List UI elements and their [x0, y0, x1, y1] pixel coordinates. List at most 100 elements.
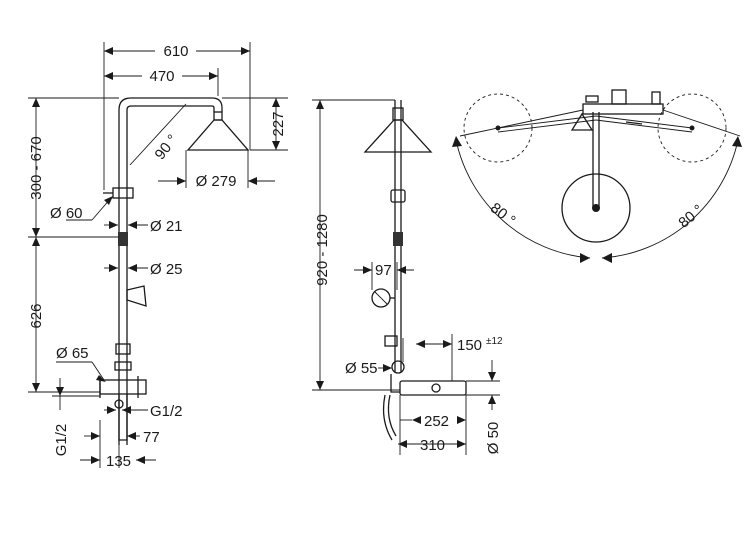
dim-65-label: Ø 65: [56, 345, 89, 362]
mixer-body: [99, 379, 147, 395]
arrowhead: [107, 406, 116, 414]
arrowhead: [488, 395, 496, 404]
arrowhead: [316, 100, 324, 109]
arrowhead: [128, 264, 137, 272]
arrowhead: [56, 387, 64, 396]
arrowhead: [412, 416, 421, 424]
arrowhead: [122, 406, 131, 414]
angle-80-left-label: 80 °: [487, 199, 519, 229]
top-hand-holder: [570, 112, 594, 131]
arrowhead: [32, 98, 40, 107]
arm-to-right-circle: [595, 115, 693, 129]
arrowhead: [209, 72, 218, 80]
shower-arm-outer: [118, 97, 223, 112]
arrowhead: [128, 221, 137, 229]
shower-arm-inner: [126, 105, 215, 112]
arrowhead: [580, 253, 590, 263]
top-shower-head: [561, 173, 631, 243]
arrowhead: [383, 364, 392, 372]
arrowhead: [732, 136, 742, 147]
side-fitting: [384, 335, 398, 347]
arrowhead: [104, 72, 113, 80]
shower-hose: [382, 394, 393, 441]
shower-head: [186, 119, 250, 151]
dim-920-1280-label: 920 - 1280: [314, 214, 331, 286]
dim-25-label: Ø 25: [150, 261, 183, 278]
head-connector: [213, 111, 223, 121]
shower-hose-inner: [387, 394, 397, 437]
side-shower-head: [363, 119, 433, 153]
top-mixer-handle: [651, 91, 661, 105]
lower-fitting: [115, 343, 131, 355]
arc-right: [601, 139, 739, 259]
arrowhead: [91, 456, 100, 464]
dim-610-label: 610: [163, 43, 188, 60]
wall-line-left: [459, 109, 584, 137]
dim-279-label: Ø 279: [196, 173, 237, 190]
top-head-center: [592, 204, 600, 212]
top-mixer-block: [611, 89, 627, 105]
arrowhead: [398, 440, 407, 448]
top-spout: [625, 121, 643, 125]
arrowhead: [96, 375, 106, 382]
arrowhead: [32, 237, 40, 246]
side-upper-holder: [390, 189, 406, 203]
arrowhead: [104, 196, 113, 205]
mixer-collar: [114, 361, 132, 371]
arrowhead: [457, 440, 466, 448]
dim-252-label: 252: [424, 413, 449, 430]
hand-shower-face: [374, 291, 388, 305]
front-view: 610 470 227 90 ° Ø 279 300 - 670 Ø 60: [28, 42, 288, 470]
dim-55-label: Ø 55: [345, 360, 378, 377]
top-mixer-knob: [585, 95, 599, 103]
dim-77-label: 77: [143, 429, 160, 446]
dim-300-670-label: 300 - 670: [28, 136, 45, 199]
bath-spout: [118, 394, 128, 441]
arrowhead: [316, 381, 324, 390]
top-mixer-body: [582, 103, 664, 115]
dim-97-label: 97: [375, 262, 392, 279]
dim-21-label: Ø 21: [150, 218, 183, 235]
arrowhead: [109, 221, 118, 229]
angle-80-right-label: 80 °: [675, 201, 707, 231]
arrowhead: [272, 141, 280, 150]
pivot-right: [689, 125, 695, 131]
arrowhead: [91, 432, 100, 440]
arrowhead: [272, 98, 280, 107]
arrowhead: [177, 177, 186, 185]
dim-135-label: 135: [106, 453, 131, 470]
wall-line-right: [662, 109, 741, 137]
dim-227-label: 227: [270, 111, 287, 136]
side-mixer-handle: [431, 383, 441, 393]
arrowhead: [248, 177, 257, 185]
dim-310-label: 310: [420, 437, 445, 454]
dim-470-label: 470: [149, 68, 174, 85]
arrowhead: [397, 266, 406, 274]
dim-626-label: 626: [28, 303, 45, 328]
arrowhead: [443, 340, 452, 348]
arrowhead: [136, 456, 145, 464]
arm-to-right-circle: [595, 119, 693, 133]
dim-g12-right-label: G1/2: [150, 403, 183, 420]
arrowhead: [363, 266, 372, 274]
side-mixer-arm: [390, 374, 400, 393]
arrowhead: [416, 340, 425, 348]
handshower-holder: [126, 285, 147, 307]
arrowhead: [32, 228, 40, 237]
side-view: 920 - 1280 97 Ø 55 150 ±12 Ø 50: [312, 99, 503, 455]
top-view: 80 ° 80 °: [452, 89, 742, 263]
arrowhead: [32, 383, 40, 392]
arrowhead: [457, 416, 466, 424]
dim-50-label: Ø 50: [485, 422, 502, 455]
upper-holder: [112, 187, 134, 199]
rotation-circle-right: [657, 93, 727, 163]
arm-to-left-circle: [497, 119, 597, 133]
arrowhead: [602, 253, 612, 263]
dim-150-tolerance: ±12: [486, 336, 503, 347]
angle-leader: [129, 103, 187, 166]
side-dark-sleeve: [393, 232, 403, 246]
arc-left: [455, 139, 591, 259]
arrowhead: [104, 47, 113, 55]
arrowhead: [488, 372, 496, 381]
